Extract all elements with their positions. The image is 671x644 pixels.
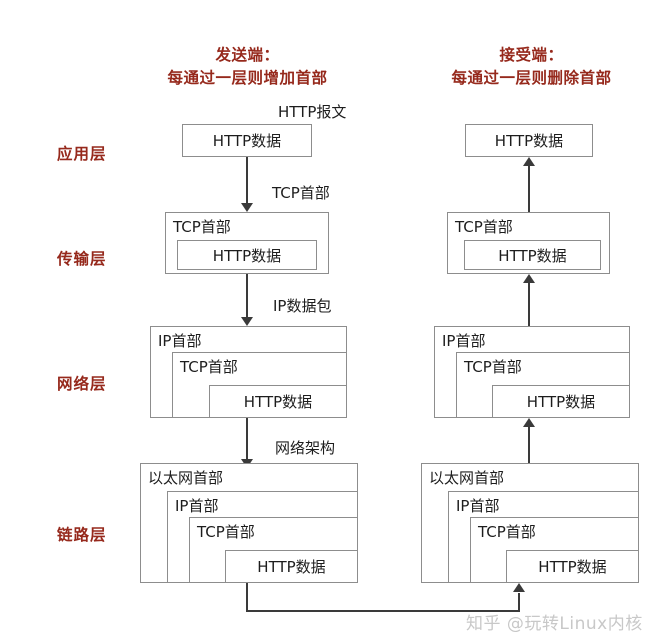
transmission-line-down (246, 583, 248, 612)
receiver-network-http-data-box: HTTP数据 (492, 385, 630, 418)
receiver-transport-http-data-box: HTTP数据 (464, 240, 601, 270)
sender-app-http-data-box: HTTP数据 (182, 124, 312, 157)
receiver-arrow-link-to-network-head (523, 418, 535, 427)
sender-network-http-data-box: HTTP数据 (209, 385, 347, 418)
sender-link-http-data-box: HTTP数据 (225, 550, 358, 583)
sender-column-header: 发送端： 每通过一层则增加首部 (140, 44, 355, 90)
sender-transport-http-data-box: HTTP数据 (177, 240, 317, 270)
layer-label-transport: 传输层 (57, 250, 107, 268)
sender-header-line1: 发送端： (215, 46, 280, 64)
layer-label-link: 链路层 (57, 526, 107, 544)
layer-label-network: 网络层 (57, 375, 107, 393)
sender-app-http-data-label: HTTP数据 (212, 132, 282, 150)
receiver-network-tcp-header-label: TCP首部 (464, 358, 522, 376)
sender-arrow-transport-to-network-line (246, 274, 248, 319)
sender-arrow-transport-to-network-head (241, 317, 253, 326)
sender-link-ethernet-header-label: 以太网首部 (148, 469, 224, 487)
sender-transport-http-data-label: HTTP数据 (212, 246, 282, 265)
sender-header-line2: 每通过一层则增加首部 (167, 69, 328, 87)
receiver-header-line2: 每通过一层则删除首部 (451, 69, 612, 87)
receiver-link-tcp-header-label: TCP首部 (478, 523, 536, 541)
caption-http-message: HTTP报文 (278, 103, 347, 121)
transmission-arrow-head (513, 583, 525, 592)
sender-network-ip-header-label: IP首部 (158, 332, 202, 350)
sender-network-tcp-header-label: TCP首部 (180, 358, 238, 376)
sender-link-ip-header-label: IP首部 (175, 497, 219, 515)
receiver-arrow-network-to-transport-line (528, 283, 530, 326)
transmission-line-horizontal (246, 610, 520, 612)
receiver-transport-http-data-label: HTTP数据 (498, 246, 567, 265)
receiver-link-ip-header-label: IP首部 (456, 497, 500, 515)
receiver-app-http-data-label: HTTP数据 (494, 132, 564, 150)
receiver-network-ip-header-label: IP首部 (442, 332, 486, 350)
receiver-link-http-data-box: HTTP数据 (506, 550, 639, 583)
receiver-link-http-data-label: HTTP数据 (538, 558, 607, 576)
receiver-app-http-data-box: HTTP数据 (465, 124, 593, 157)
sender-network-http-data-label: HTTP数据 (243, 393, 313, 411)
sender-link-tcp-header-label: TCP首部 (197, 523, 255, 541)
receiver-arrow-link-to-network-line (528, 427, 530, 463)
watermark-text: 知乎 @玩转Linux内核 (466, 614, 643, 634)
sender-arrow-network-to-link-line (246, 418, 248, 461)
receiver-transport-tcp-header-label: TCP首部 (455, 218, 513, 236)
caption-network-frame: 网络架构 (275, 439, 336, 457)
transmission-line-up (518, 593, 520, 612)
receiver-header-line1: 接受端： (499, 46, 564, 64)
caption-tcp-header: TCP首部 (272, 184, 330, 202)
receiver-column-header: 接受端： 每通过一层则删除首部 (424, 44, 639, 90)
receiver-network-http-data-label: HTTP数据 (526, 393, 596, 411)
receiver-arrow-transport-to-app-head (523, 157, 535, 166)
sender-arrow-app-to-transport-head (241, 203, 253, 212)
receiver-link-ethernet-header-label: 以太网首部 (429, 469, 505, 487)
caption-ip-packet: IP数据包 (273, 297, 332, 315)
sender-transport-tcp-header-label: TCP首部 (173, 218, 231, 236)
layer-label-application: 应用层 (57, 145, 107, 163)
sender-link-http-data-label: HTTP数据 (257, 558, 326, 576)
receiver-arrow-transport-to-app-line (528, 166, 530, 212)
sender-arrow-app-to-transport-line (246, 157, 248, 205)
receiver-arrow-network-to-transport-head (523, 274, 535, 283)
